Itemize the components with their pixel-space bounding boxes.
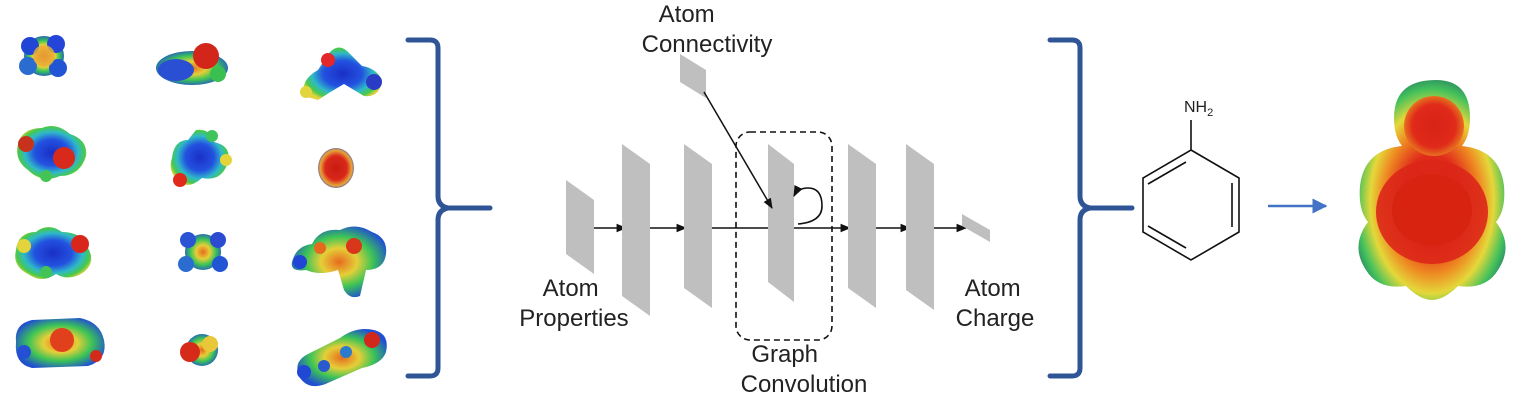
charge-surface-map	[1358, 80, 1506, 300]
left-bracket	[405, 37, 493, 379]
molecule-surface-icon	[156, 43, 228, 85]
output-layer	[962, 214, 990, 242]
molecule-surface-icon	[300, 47, 382, 100]
amine-label: NH2	[1184, 99, 1213, 119]
molecule-surface-icon	[178, 232, 228, 272]
molecule-surface-icon	[318, 148, 354, 188]
connectivity-input	[680, 54, 706, 98]
molecule-surface-icon	[15, 227, 92, 279]
atom-charge-label: Atom Charge	[956, 275, 1035, 332]
hidden-layer	[848, 144, 876, 308]
right-bracket	[1047, 37, 1135, 379]
molecule-surface-icon	[180, 334, 218, 366]
aniline-structure: NH2	[1142, 99, 1240, 261]
graph-convolution-box	[735, 131, 833, 341]
molecule-surface-icon	[291, 226, 387, 298]
conv-layer	[768, 144, 794, 302]
molecule-surface-icon	[170, 129, 232, 187]
hidden-layer	[906, 144, 934, 310]
graph-convolution-network	[566, 54, 990, 341]
molecule-surface-icon	[19, 35, 67, 77]
graph-convolution-label: Graph Convolution	[741, 341, 868, 398]
hidden-layer	[622, 144, 650, 316]
molecule-surface-icon	[15, 318, 105, 368]
hidden-layer	[684, 144, 712, 308]
molecule-surface-icon	[17, 126, 87, 182]
atom-properties-label: Atom Properties	[519, 275, 628, 332]
atom-connectivity-label: Atom Connectivity	[642, 1, 773, 58]
molecule-surface-icon	[297, 329, 387, 387]
molecule-grid	[15, 35, 387, 387]
input-layer	[566, 180, 594, 274]
self-loop-arrow	[793, 184, 823, 225]
